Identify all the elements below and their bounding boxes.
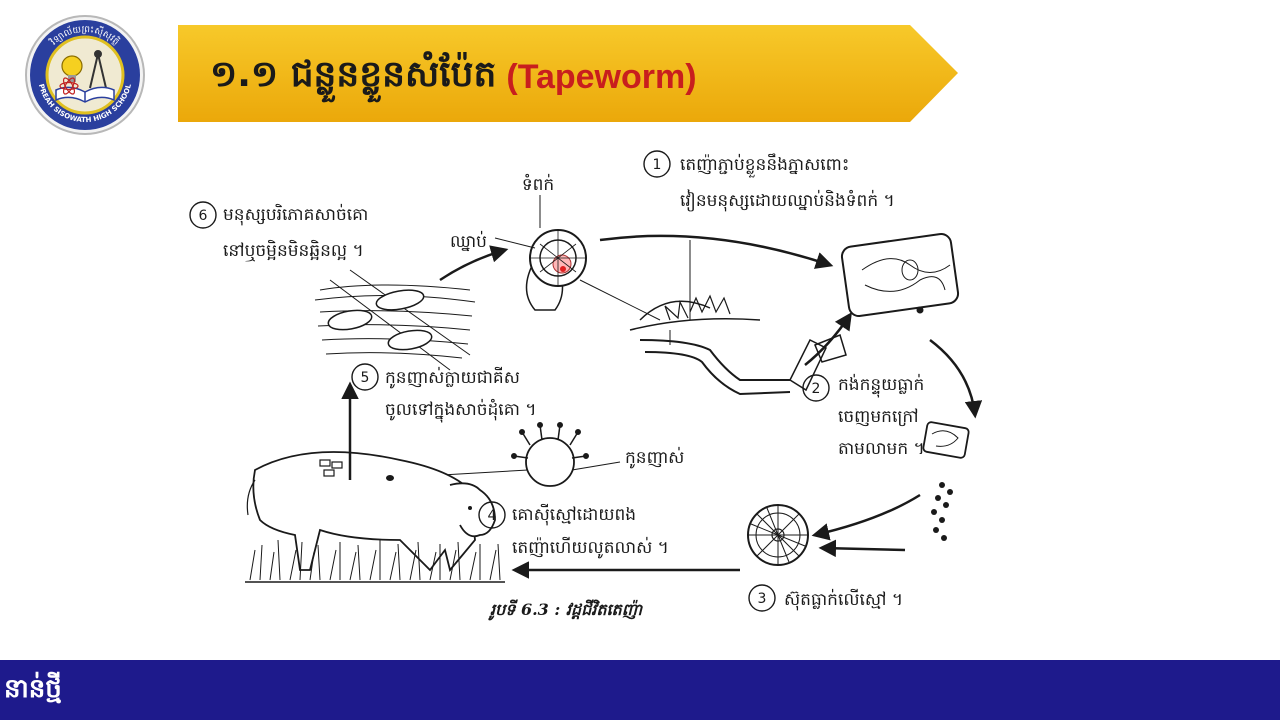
muscle-cysts-drawing [314,269,476,371]
label-step4-line1: គោស៊ីស្មៅដោយពង [512,503,636,526]
proglottid-small-drawing [922,421,970,459]
label-step3: ស៊ុតធ្លាក់លើស្មៅ ។ [784,588,903,611]
tapeworm-life-cycle-diagram: ទំពក់ ឈ្នាប់ 1 តេញ៉ាភ្ជាប់ខ្លួននឹងភ្នាសព… [150,140,1030,640]
label-step2-line3: តាមលាមក ។ [838,439,925,459]
book-icon [55,86,115,103]
step-number-5: 5 [361,370,370,386]
school-logo: វិទ្យាល័យព្រះស៊ីសុវត្ថិ PREAH SISOWATH H… [24,14,146,136]
cow-drawing [246,451,496,572]
eggs-drawing [931,482,953,541]
label-step1-line2: វៀនមនុស្សដោយឈ្នាប់និងទំពក់ ។ [680,189,895,212]
cycle-arrows [341,234,983,579]
label-step1-line1: តេញ៉ាភ្ជាប់ខ្លួននឹងភ្នាសពោះ [680,153,849,178]
label-hook: ទំពក់ [522,173,554,195]
title-english: (Tapeworm) [506,57,697,96]
step-number-1: 1 [653,157,662,173]
figure-caption: រូបទី 6.3 : វដ្តជីវិតតេញ៉ា [488,599,644,621]
slide-title: ១.១ ជន្លួនខ្លួនសំប៉ែត (Tapeworm) [210,52,697,102]
label-step2-line1: កង់កន្ទុយធ្លាក់ [838,373,924,398]
compass-icon [89,50,107,89]
step-number-6: 6 [199,208,208,224]
step-number-3: 3 [758,591,767,607]
egg-embryo-drawing [747,504,809,566]
footer-author: នាន់ថ្មី [4,674,62,704]
footer-bar [0,660,1280,720]
label-step2-line2: ចេញមកក្រៅ [838,407,919,427]
label-step4-line2: តេញ៉ាហើយលូតលាស់ ។ [512,536,669,559]
step-number-4: 4 [488,508,497,524]
proglottid-drawing [840,232,960,318]
grass-drawing [245,539,505,583]
label-sucker: ឈ្នាប់ [450,230,487,252]
label-step6-line1: មនុស្សបរិភោគសាច់គោ [223,203,368,226]
label-step6-line2: នៅឬចម្អិនមិនឆ្អិនល្អ ។ [223,239,364,262]
step-number-2: 2 [812,381,821,397]
intestine-worm-drawing [579,240,847,396]
label-step5-line2: ចូលទៅក្នុងសាច់ដុំគោ ។ [385,398,537,423]
scolex-drawing [525,229,587,311]
atom-icon [59,77,79,95]
title-banner [178,25,958,122]
title-khmer: ១.១ ជន្លួនខ្លួនសំប៉ែត [210,53,497,95]
label-step5-line1: កូនញាស់ក្លាយជាគីស [385,366,520,389]
label-larva: កូនញាស់ [625,446,684,469]
